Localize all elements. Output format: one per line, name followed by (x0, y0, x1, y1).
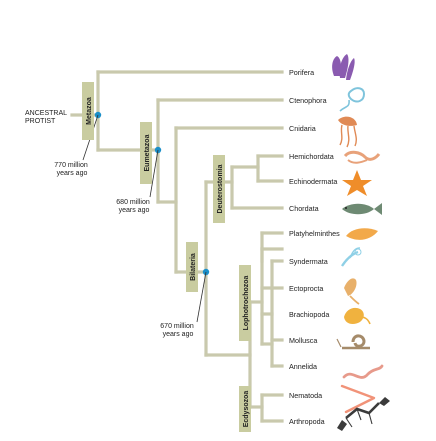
sponge-icon (332, 54, 355, 80)
fish-icon (342, 203, 382, 215)
tip-cnidaria: Cnidaria (289, 124, 316, 133)
clade-lophotrochozoa: Lophotrochozoa (243, 275, 250, 330)
tip-labels: Porifera Ctenophora Cnidaria Hemichordat… (289, 68, 340, 426)
branches (72, 72, 282, 421)
metazoa-time-note: 770 million years ago (54, 162, 89, 177)
clade-deuterostomia: Deuterostomia (217, 164, 224, 213)
flatworm-icon (346, 228, 378, 240)
snail-icon (337, 336, 370, 348)
tip-hemichordata: Hemichordata (289, 152, 334, 161)
bilateria-time-note: 670 million years ago (160, 323, 195, 338)
root-label-line-1: ANCESTRAL (25, 110, 67, 117)
acorn-worm-icon (345, 152, 379, 162)
lamp-shell-icon (344, 308, 370, 324)
root-label-line-2: PROTIST (25, 118, 56, 125)
tip-echinodermata: Echinodermata (289, 177, 337, 186)
bryozoan-icon (344, 278, 359, 304)
tip-brachiopoda: Brachiopoda (289, 310, 329, 319)
tip-arthropoda: Arthropoda (289, 417, 325, 426)
tip-nematoda: Nematoda (289, 391, 322, 400)
earthworm-icon (344, 366, 382, 377)
clade-eumetazoa: Eumetazoa (144, 134, 151, 171)
tip-porifera: Porifera (289, 68, 314, 77)
tip-chordata: Chordata (289, 204, 319, 213)
comb-jelly-icon (340, 88, 364, 111)
tip-syndermata: Syndermata (289, 257, 328, 266)
tip-platyhelminthes: Platyhelminthes (289, 229, 340, 238)
jellyfish-icon (338, 117, 357, 147)
tip-ectoprocta: Ectoprocta (289, 284, 323, 293)
eumetazoa-time-note: 680 million years ago (116, 199, 151, 214)
tip-mollusca: Mollusca (289, 336, 317, 345)
root-label: ANCESTRAL PROTIST (25, 110, 69, 125)
clade-metazoa: Metazoa (86, 97, 93, 125)
rotifer-icon (342, 248, 361, 266)
tip-annelida: Annelida (289, 362, 317, 371)
clade-ecdysozoa: Ecdysozoa (243, 391, 250, 428)
tip-ctenophora: Ctenophora (289, 96, 327, 105)
clade-bilateria: Bilateria (190, 253, 197, 281)
sea-star-icon (342, 170, 372, 196)
